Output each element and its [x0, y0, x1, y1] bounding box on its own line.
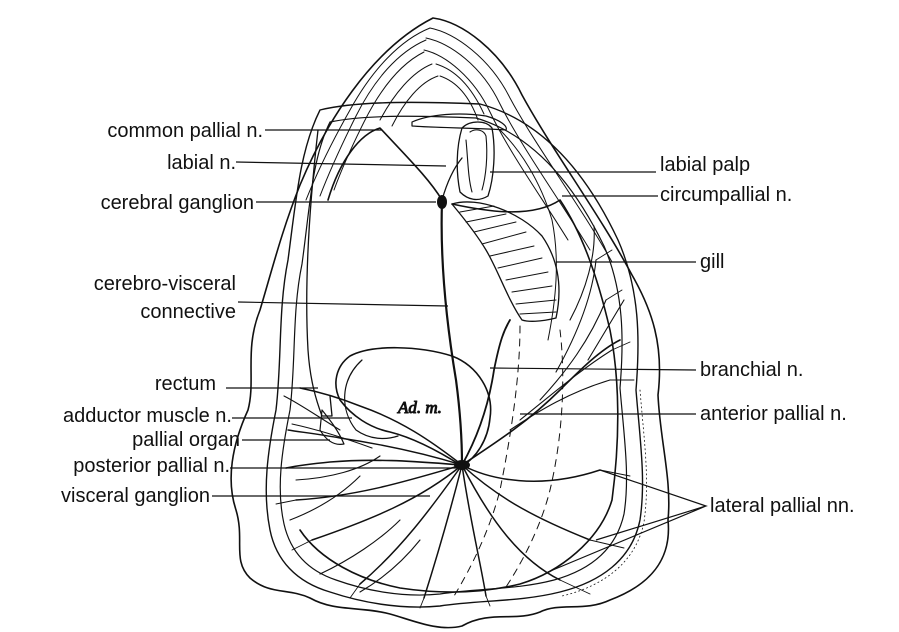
shell-growth-line-1	[430, 28, 612, 262]
adductor-muscle-inner	[345, 360, 398, 438]
label-cerebro-visceral-line2: connective	[140, 301, 236, 323]
labial-palp-fold	[466, 130, 487, 192]
label-cerebral-ganglion: cerebral ganglion	[101, 192, 254, 214]
lateral-pallial-nerves	[296, 465, 600, 598]
mantle-edge-outer	[266, 102, 642, 607]
shell-growth-line-5	[320, 40, 426, 196]
labial-palp-outline	[457, 122, 494, 199]
label-gill: gill	[700, 251, 724, 273]
anterior-branch-fan	[510, 226, 624, 430]
posterior-pallial-nerve	[286, 460, 462, 468]
labial-palp	[412, 114, 506, 199]
leader-cerebro-visceral	[238, 302, 448, 306]
label-visceral-ganglion: visceral ganglion	[61, 485, 210, 507]
cerebro-visceral-connective-nerve	[442, 202, 462, 465]
adductor-muscle-abbr-label: Ad. m.	[397, 398, 442, 417]
gill-lamella	[452, 202, 559, 321]
label-anterior-pallial-n: anterior pallial n.	[700, 403, 847, 425]
label-lateral-pallial-nn: lateral pallial nn.	[710, 495, 855, 517]
label-pallial-organ: pallial organ	[132, 429, 240, 451]
leader-branchial-n	[490, 368, 696, 370]
label-adductor-muscle-n: adductor muscle n.	[63, 405, 232, 427]
shell-growth-line-6	[334, 52, 424, 190]
rectum-tube	[307, 130, 332, 416]
gill	[452, 130, 563, 596]
shell-growth-line-7	[380, 64, 484, 120]
adductor-muscle: Ad. m.	[336, 348, 491, 466]
mantle-tentacle-fringe	[562, 390, 647, 596]
label-common-pallial-n: common pallial n.	[107, 120, 263, 142]
label-cerebro-visceral-line1: cerebro-visceral	[94, 273, 236, 295]
label-labial-palp: labial palp	[660, 154, 750, 176]
gill-filaments	[460, 206, 556, 314]
labels-right: labial palp circumpallial n. gill branch…	[660, 154, 855, 517]
labels-left: common pallial n. labial n. cerebral gan…	[61, 120, 263, 507]
label-circumpallial-n: circumpallial n.	[660, 184, 792, 206]
nervous-system	[276, 128, 634, 608]
shell-outline	[231, 18, 669, 628]
labial-nerve	[442, 158, 462, 200]
label-labial-n: labial n.	[167, 152, 236, 174]
label-rectum: rectum	[155, 373, 216, 395]
label-posterior-pallial-n: posterior pallial n.	[73, 455, 230, 477]
leader-lines	[212, 130, 706, 572]
shell-outer-edge	[231, 18, 669, 628]
branchial-nerve	[462, 320, 510, 465]
mantle-margin	[266, 102, 646, 607]
label-branchial-n: branchial n.	[700, 359, 803, 381]
gill-inner-axis	[500, 130, 556, 340]
shell-growth-line-2	[426, 38, 590, 250]
